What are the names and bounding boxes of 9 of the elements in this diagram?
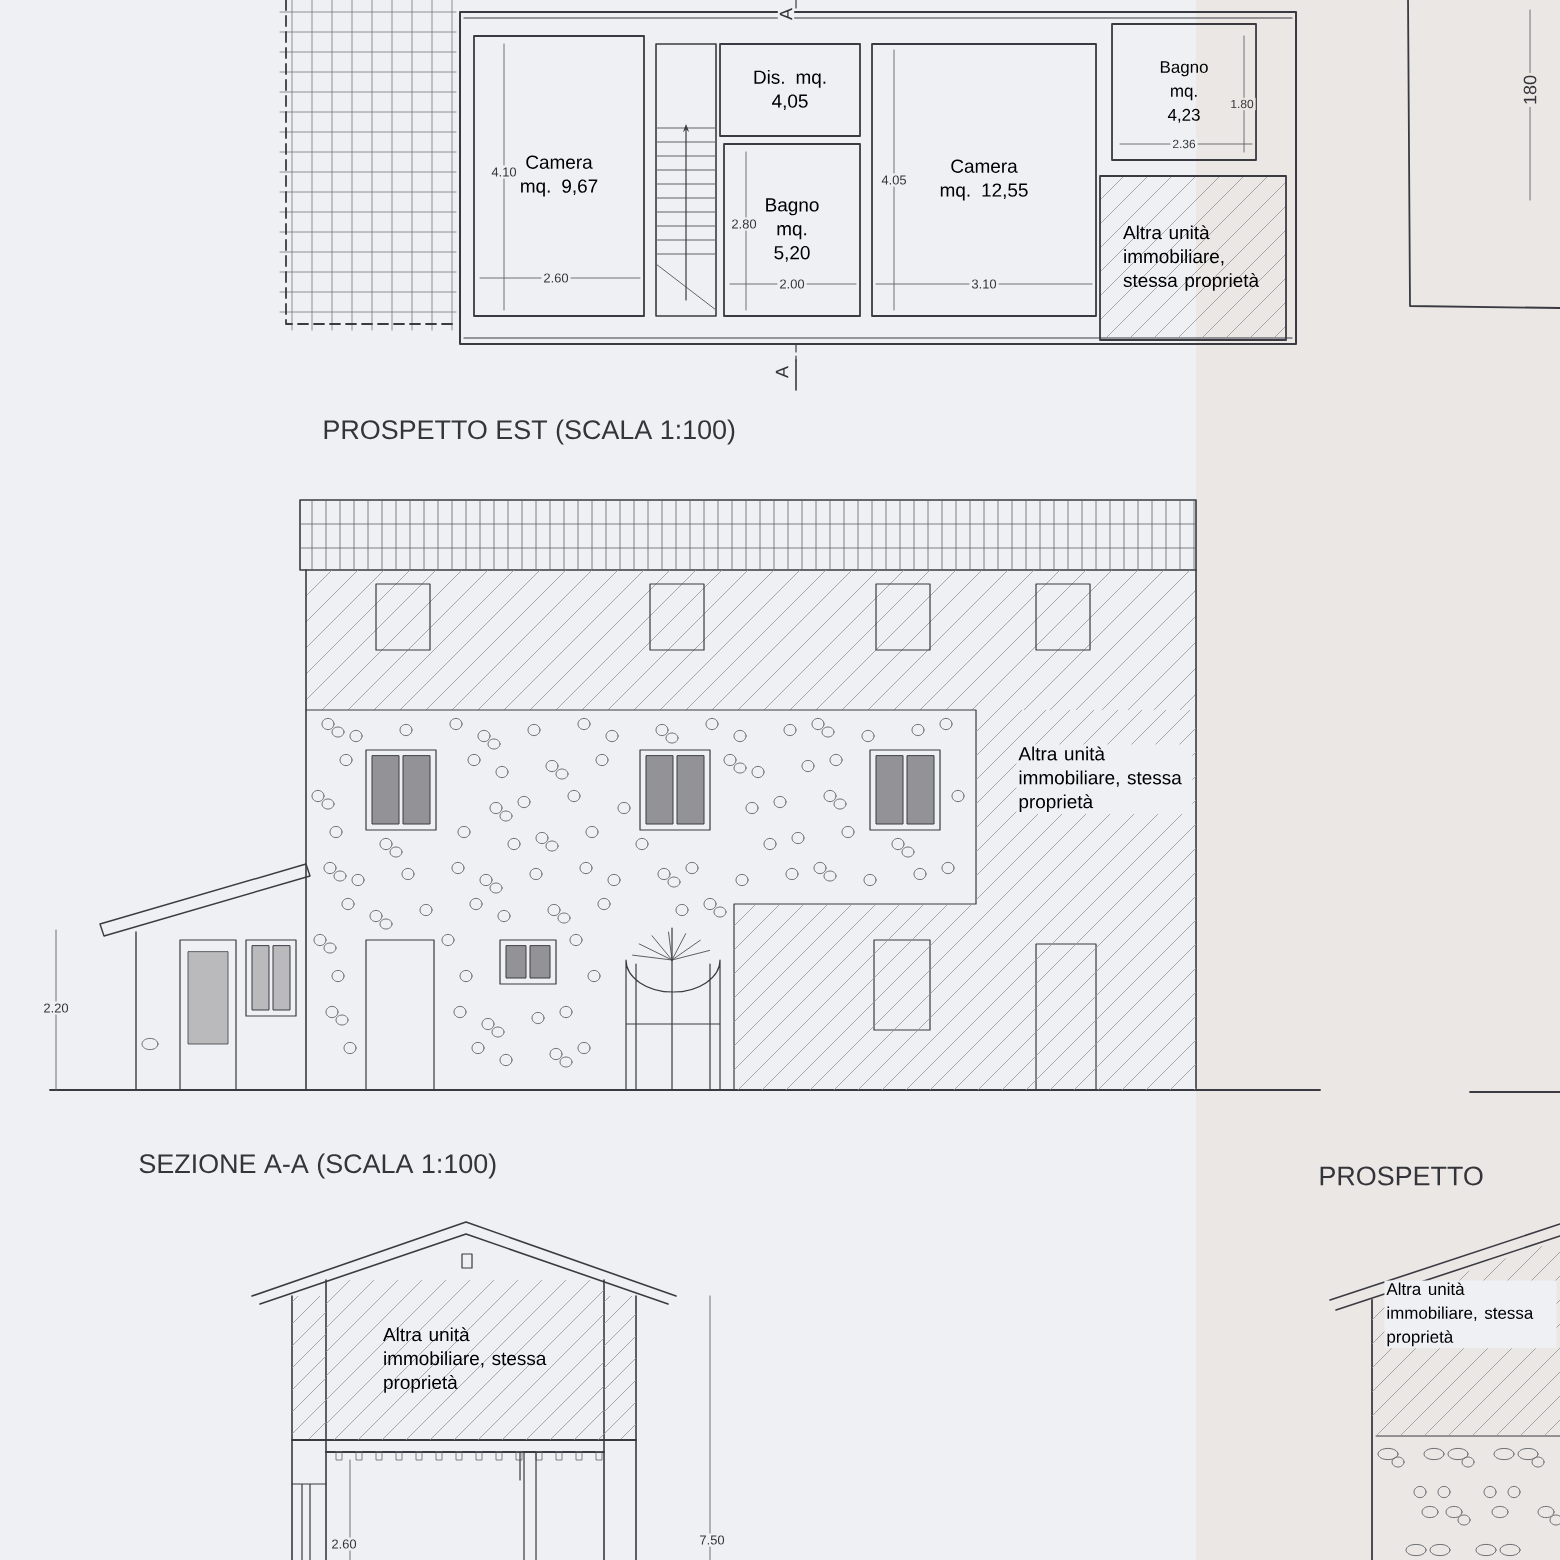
room: Dis. mq. 4,05: [719, 43, 861, 137]
hatched-area: Altra unità immobiliare, stessa proprietà: [326, 1280, 604, 1440]
hatched-area: Altra unità immobiliare, stessa proprietà: [1099, 175, 1287, 341]
hatched-area: Altra unità immobiliare, stessa proprietà: [734, 710, 1196, 1090]
drawing-title: PROSPETTO: [1316, 1164, 1486, 1188]
drawing-title: PROSPETTO EST (SCALA 1:100): [320, 417, 738, 447]
drawing-title: SEZIONE A-A (SCALA 1:100): [136, 1151, 500, 1181]
hatched-area: Altra unità immobiliare, stessa proprietà: [1372, 1240, 1560, 1436]
node-label: Altra unità immobiliare, stessa proprietà: [1018, 746, 1182, 813]
